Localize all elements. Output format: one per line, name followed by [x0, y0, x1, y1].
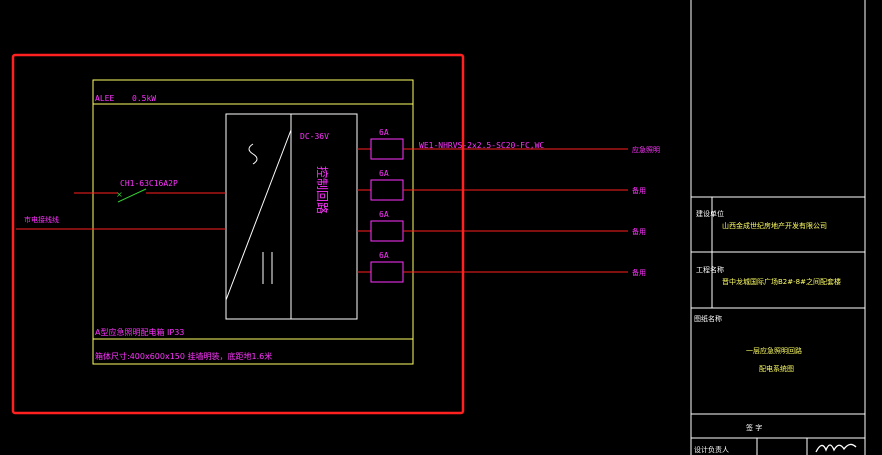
project-name: 晋中龙城国际广场B2#-8#之间配套楼 [722, 277, 841, 286]
panel-size-line: 箱体尺寸:400x600x150 挂墙明装，底距地1.6米 [95, 351, 272, 361]
distribution-panel[interactable]: ALEE 0.5kW A型应急照明配电箱 IP33 箱体尺寸:400x600x1… [92, 79, 414, 365]
fuse-box [370, 138, 404, 160]
emergency-power-unit[interactable]: DC-36V 控制回路 [225, 113, 358, 320]
output-circuit-1[interactable]: 6A 应急照明 [357, 128, 660, 160]
dc-voltage-label: DC-36V [300, 132, 329, 141]
output-circuit-3[interactable]: 6A 备用 [357, 210, 646, 242]
drawing-caption: 图纸名称 [694, 314, 722, 323]
load-label: 备用 [632, 186, 646, 195]
ac-wave-icon [248, 143, 258, 165]
fuse-rating: 6A [379, 169, 389, 178]
design-lead-label: 设计负责人 [694, 445, 729, 454]
fuse-box [370, 220, 404, 242]
control-unit-label: 控制回路 [315, 166, 330, 214]
selection-frame[interactable] [11, 53, 465, 415]
fuse-box [370, 179, 404, 201]
incoming-feeder-label: 市电接线线 [24, 215, 59, 224]
output-circuit-4[interactable]: 6A 备用 [357, 251, 646, 283]
dc-symbol-icon [262, 252, 273, 284]
output-circuit-2[interactable]: 6A 备用 [357, 169, 646, 201]
unit-name: 山西金成世纪房地产开发有限公司 [722, 221, 827, 230]
fuse-box [370, 261, 404, 283]
unit-caption: 建设单位 [696, 209, 724, 218]
panel-model-line: A型应急照明配电箱 IP33 [95, 327, 184, 337]
fuse-rating: 6A [379, 251, 389, 260]
panel-power: 0.5kW [132, 94, 156, 103]
drawing-title-line1: 一层应急照明回路 [746, 346, 802, 355]
output-circuits[interactable]: WE1-NHRVS-2x2.5-SC20-FC,WC 6A 应急照明 6A 备用… [357, 128, 660, 283]
panel-name: ALEE [95, 94, 114, 103]
fuse-rating: 6A [379, 210, 389, 219]
breaker-mark: × [116, 190, 123, 199]
breaker-contact [117, 188, 147, 203]
branch-cable-label: WE1-NHRVS-2x2.5-SC20-FC,WC [419, 141, 544, 150]
load-label: 备用 [632, 227, 646, 236]
panel-outline [92, 79, 414, 365]
converter-diagonal [225, 129, 292, 301]
handwritten-signature [815, 443, 857, 453]
fuse-rating: 6A [379, 128, 389, 137]
drawing-title-line2: 配电系统图 [759, 364, 794, 373]
project-caption: 工程名称 [696, 265, 724, 274]
title-block: 建设单位 山西金成世纪房地产开发有限公司 工程名称 晋中龙城国际广场B2#-8#… [690, 0, 866, 455]
incoming-supply[interactable]: 市电接线线 × CH1-63C16A2P [16, 179, 226, 230]
breaker-label: CH1-63C16A2P [120, 179, 178, 188]
sign-row-label: 签 字 [746, 423, 762, 432]
load-label: 应急照明 [632, 145, 660, 154]
load-label: 备用 [632, 268, 646, 277]
